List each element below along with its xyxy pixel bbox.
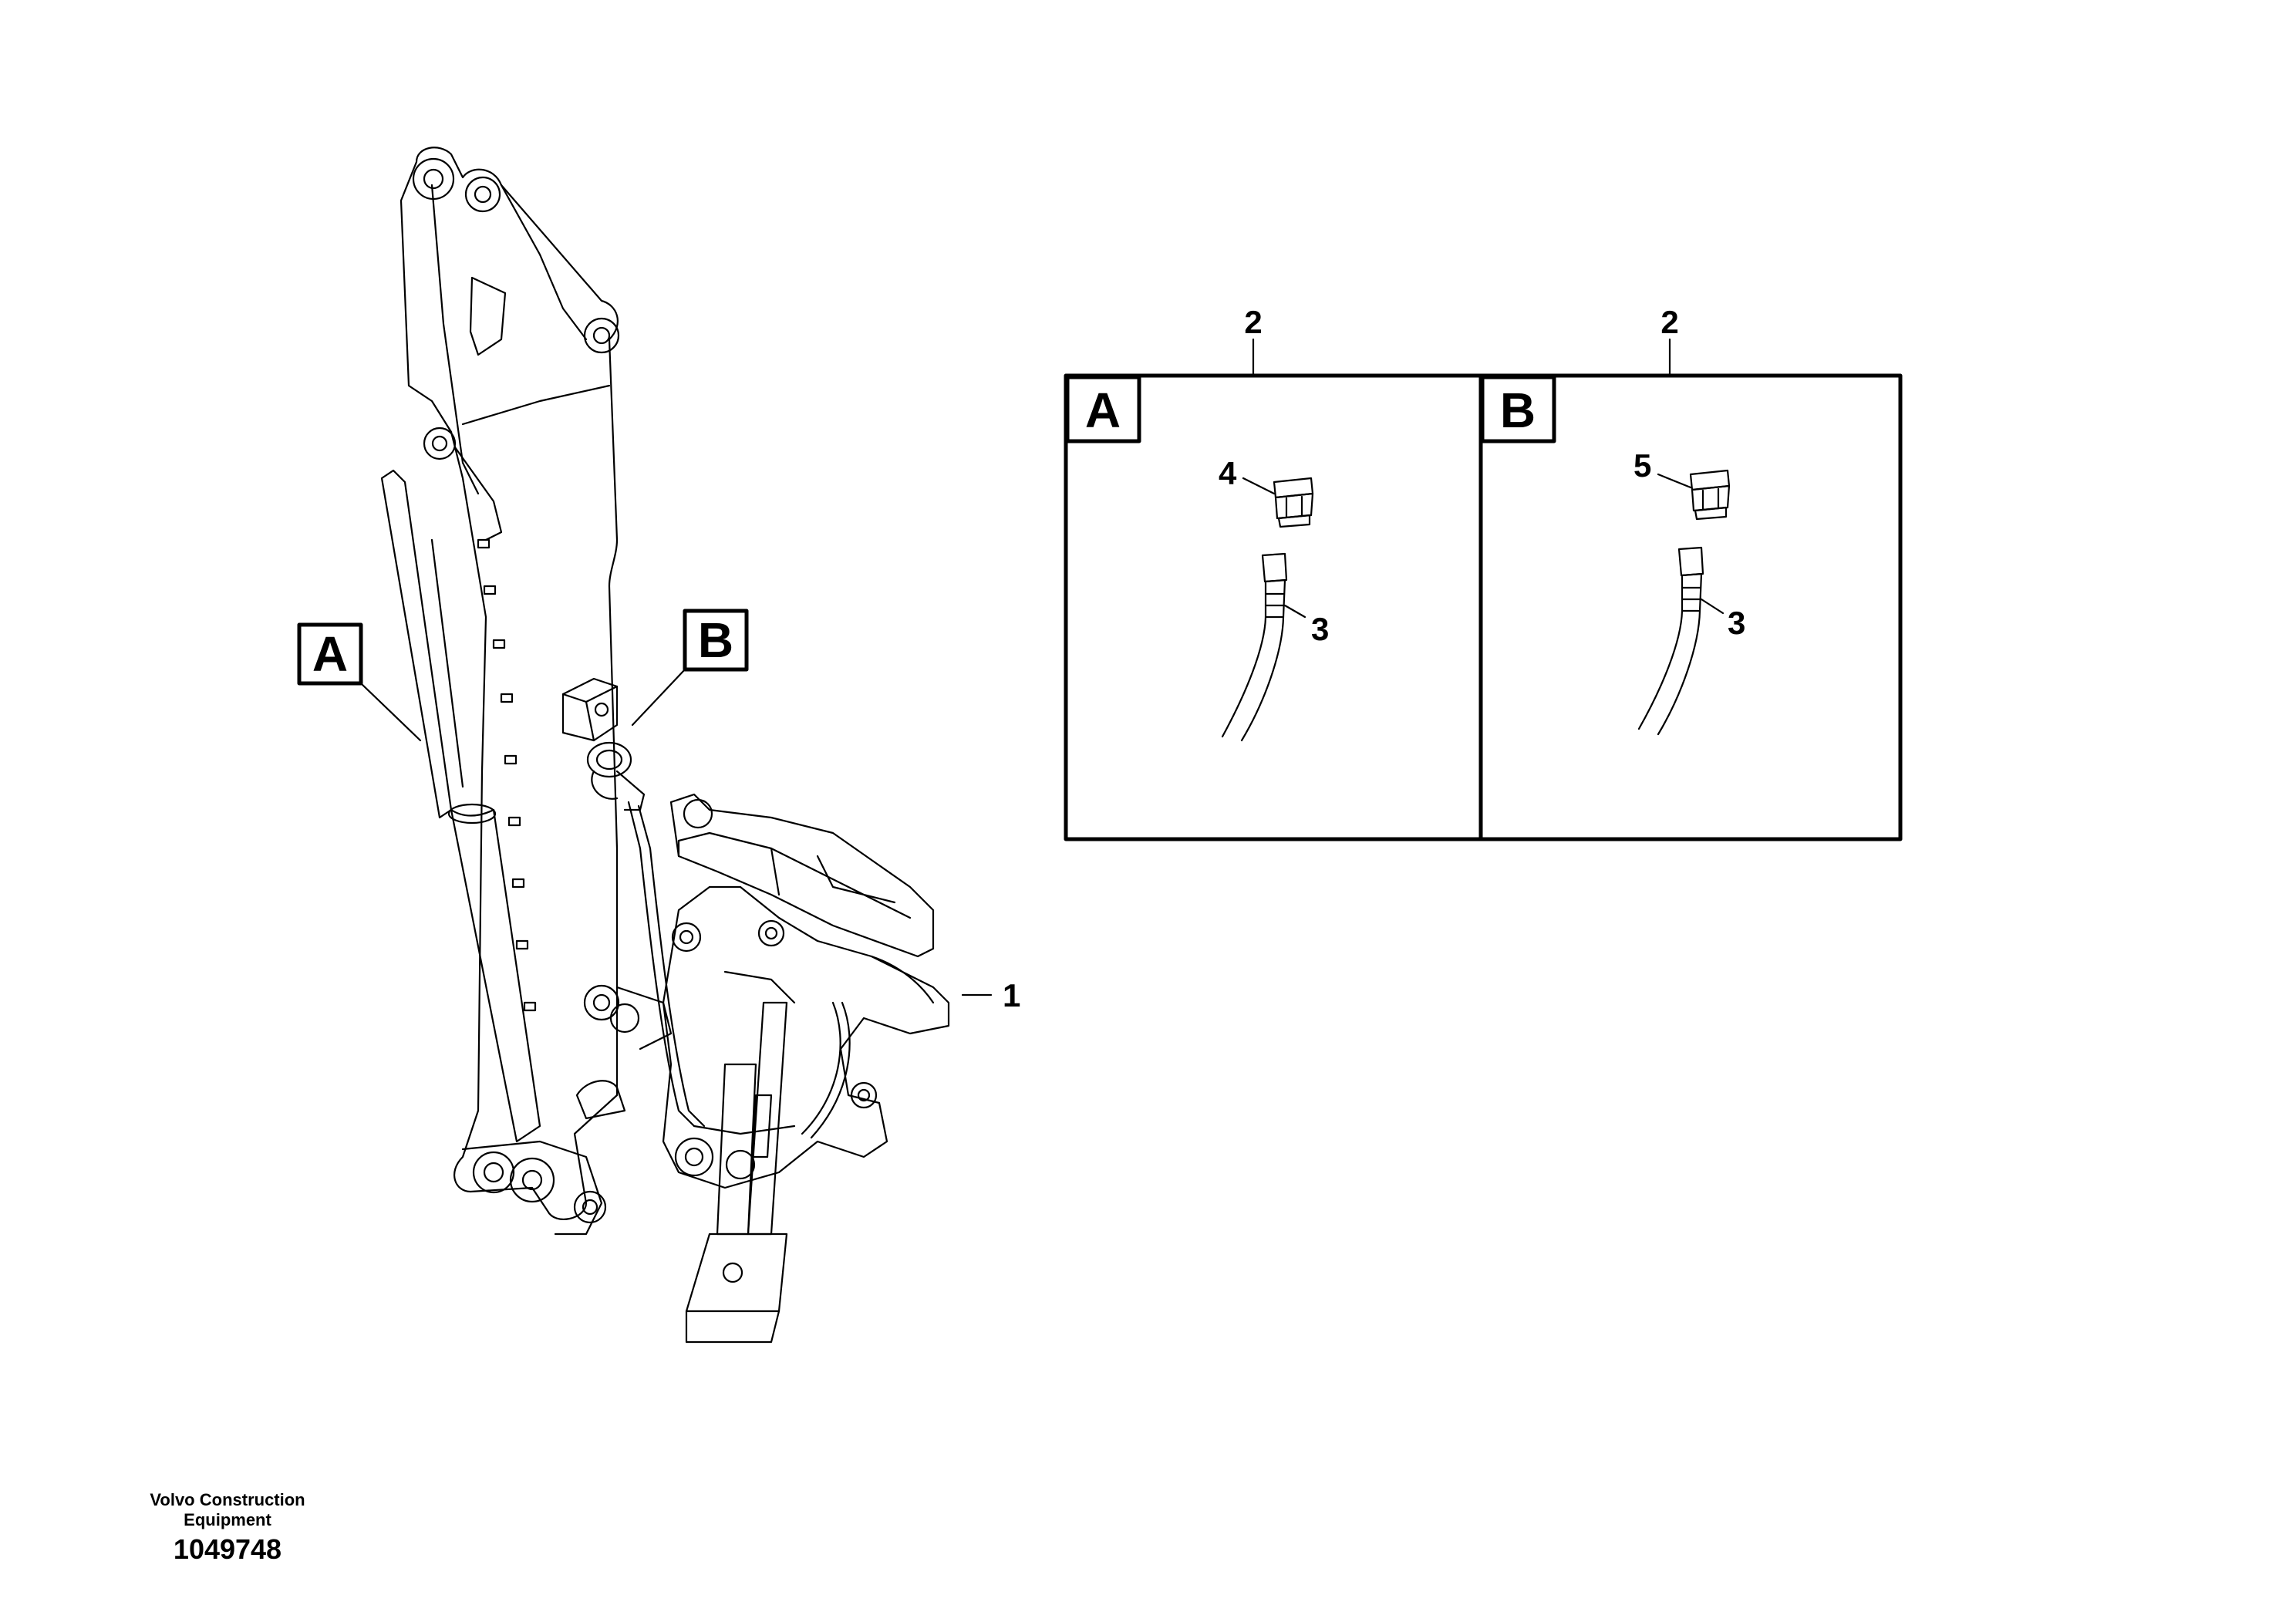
valve-block-hose-drawing <box>561 677 706 1128</box>
detail-panel-a: A 2 4 3 <box>1065 304 1329 742</box>
panel-a-hose-drawing <box>1221 552 1288 742</box>
panel-b-hose-drawing <box>1637 546 1704 736</box>
callout-box-b: B <box>631 609 749 727</box>
drawing-number: 1049748 <box>173 1533 282 1565</box>
callout-main-part-number: 1 <box>1003 977 1020 1013</box>
detail-panel-b-fitting-number: 5 <box>1633 447 1651 484</box>
callout-main-part: 1 <box>961 977 1020 1013</box>
panel-a-fitting-drawing <box>1273 477 1314 528</box>
detail-panel-b-letter: B <box>1500 383 1536 438</box>
callout-box-b-letter: B <box>698 612 733 668</box>
company-name-line2: Equipment <box>184 1510 271 1529</box>
callout-box-a-letter: A <box>312 626 348 682</box>
detail-panel-b-ref: 2 <box>1660 304 1678 340</box>
detail-panel-a-fitting-number: 4 <box>1219 455 1237 491</box>
boom-arm-drawing <box>380 147 673 1236</box>
detail-panels: A 2 4 3 <box>1064 304 1903 841</box>
tiltrotator-drawing <box>662 793 950 1344</box>
panel-b-fitting-drawing <box>1689 469 1731 521</box>
detail-panel-b-hose-number: 3 <box>1728 605 1745 641</box>
detail-panel-a-letter: A <box>1085 383 1121 438</box>
detail-panel-b: B 2 5 3 <box>1480 304 1745 736</box>
detail-panel-a-hose-number: 3 <box>1311 611 1329 647</box>
callout-box-a: A <box>297 622 422 742</box>
detail-panel-a-ref: 2 <box>1244 304 1262 340</box>
company-name-line1: Volvo Construction <box>150 1490 305 1509</box>
